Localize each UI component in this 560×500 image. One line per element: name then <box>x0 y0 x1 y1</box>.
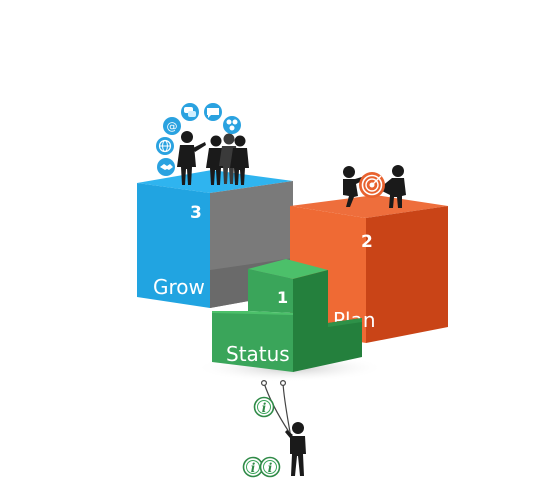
step-number-status: 1 <box>277 288 288 307</box>
person-figure-left <box>343 166 366 207</box>
status-cube-side-ledge <box>328 318 362 327</box>
chat-bubble-icon <box>181 103 199 121</box>
grow-cube-top <box>137 170 293 193</box>
plan-cube-side <box>366 206 448 343</box>
globe-icon <box>156 137 174 155</box>
step-number-plan: 2 <box>361 232 373 252</box>
step-number-grow: 3 <box>190 203 202 223</box>
svg-text:i: i <box>268 461 273 475</box>
person-figure-right <box>380 165 406 208</box>
plan-team-figures <box>343 165 406 208</box>
handshake-icon <box>157 158 175 176</box>
person-figure-pointing <box>177 131 206 185</box>
grow-cube-front <box>137 183 210 308</box>
person-figure-group <box>206 133 249 185</box>
status-cube-side <box>293 270 362 372</box>
grow-team-figures <box>177 131 249 185</box>
email-icon: @ <box>163 117 181 135</box>
svg-text:i: i <box>262 401 267 415</box>
grow-social-icons: @ <box>156 103 241 176</box>
status-cube-top <box>248 259 328 279</box>
step-status-cube: 1 Status <box>212 259 362 372</box>
plan-cube-top <box>290 195 448 218</box>
step-label-grow: Grow <box>153 275 205 299</box>
target-icon <box>359 172 385 198</box>
svg-text:@: @ <box>167 120 178 133</box>
svg-text:i: i <box>251 461 256 475</box>
info-icon: i <box>259 456 281 478</box>
chat-bubble-icon <box>204 103 222 121</box>
step-label-status: Status <box>226 342 290 366</box>
climber-figure <box>285 422 306 476</box>
status-cube-front-upper <box>248 269 293 313</box>
info-icon: i <box>242 456 264 478</box>
info-icon: i <box>253 396 275 418</box>
network-icon <box>223 116 241 134</box>
status-cube-front <box>212 313 293 372</box>
